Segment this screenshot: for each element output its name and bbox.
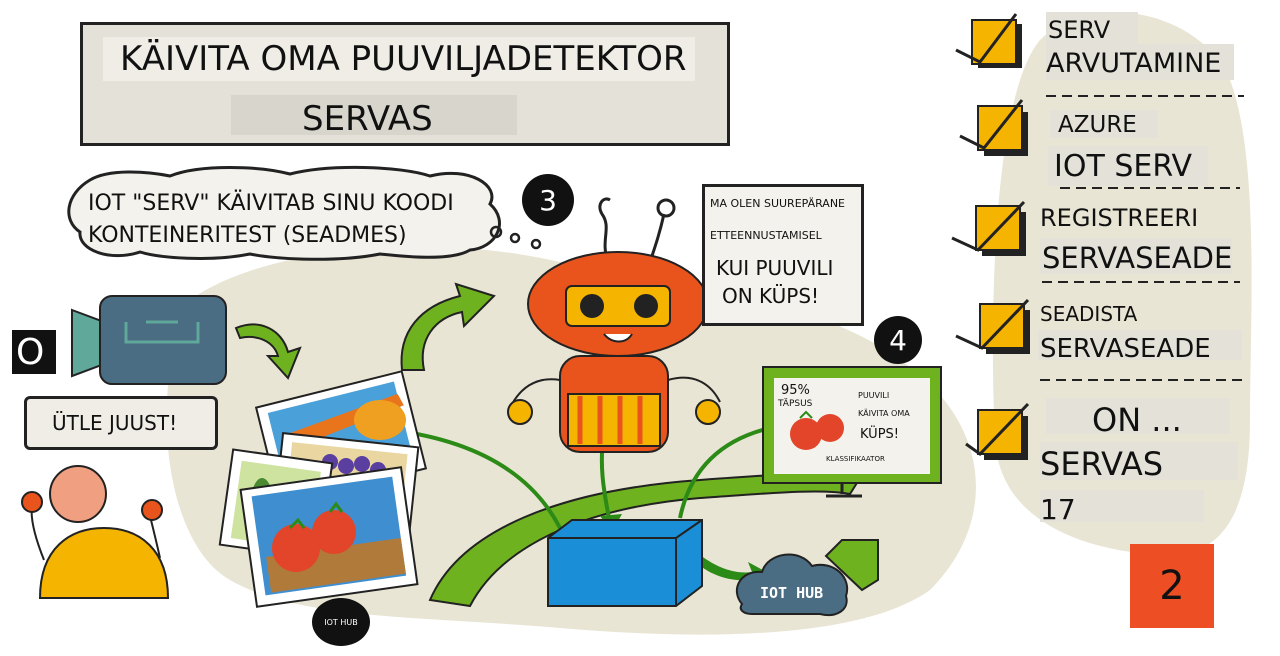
robot-speech-line-4: ON KÜPS! [722, 284, 820, 308]
iot-hub-small-label: IOT HUB [324, 617, 358, 627]
title-line-2: SERVAS [302, 99, 433, 139]
robot-speech-line-3: KUI PUUVILI [716, 256, 834, 280]
person-speech-text: ÜTLE JUUST! [52, 411, 178, 435]
step-3-badge: 3 [522, 174, 574, 226]
monitor-screen [762, 366, 942, 484]
monitor-line-2: KÄIVITA OMA [858, 409, 910, 418]
camera-arrow [234, 323, 302, 380]
checklist-3-line-1: REGISTREERI [1040, 204, 1199, 232]
checklist-2-line-1: AZURE [1058, 112, 1137, 138]
cloud-text-line-1: IOT "SERV" KÄIVITAB SINU KOODI [88, 191, 454, 216]
page-number-badge: 2 [1130, 544, 1214, 628]
checklist-bg-5c [1040, 490, 1204, 522]
camera-body [99, 295, 227, 385]
checklist-bg-1a [1046, 12, 1138, 44]
camera-badge [12, 330, 56, 374]
monitor-line-1: PUUVILI [858, 391, 890, 400]
checklist-3-line-2: SERVASEADE [1042, 241, 1233, 275]
iot-hub-cloud-label: IOT HUB [760, 584, 824, 602]
title-box [80, 22, 730, 146]
person-right-hand [141, 499, 163, 521]
robot-speech-line-1: MA OLEN SUUREPÄRANE [710, 197, 846, 210]
person-head [49, 465, 107, 523]
photos-to-box-line [391, 428, 562, 529]
person-left-hand [21, 491, 43, 513]
checklist-2-line-2: IOT SERV [1054, 149, 1193, 184]
checklist-bg-5b [1040, 442, 1238, 480]
checklist-bg-4b [1038, 330, 1242, 360]
iot-hub-small-badge: IOT HUB [312, 598, 370, 646]
step-4-label: 4 [889, 323, 907, 357]
checklist-bg-2b [1048, 146, 1208, 186]
monitor-accuracy: 95% [781, 383, 810, 398]
check-box-2 [959, 99, 1028, 156]
checklist-4-line-2: SERVASEADE [1040, 334, 1211, 364]
check-box-5 [965, 402, 1030, 460]
person-body [38, 526, 170, 599]
box-to-monitor-line [678, 426, 771, 519]
monitor-footer: KLASSIFIKAATOR [826, 455, 885, 463]
to-robot-arrow [400, 282, 496, 371]
checklist-bg-5a [1046, 398, 1230, 434]
check-box-3 [951, 200, 1026, 256]
monitor-stand [826, 484, 862, 498]
monitor-accuracy-label: TÄPSUS [778, 399, 813, 409]
check-box-1 [955, 13, 1022, 68]
step-3-label: 3 [539, 183, 557, 217]
checklist-5-line-1: ON ... [1092, 401, 1182, 439]
robot-right-arm [667, 376, 721, 403]
checklist-4-line-1: SEADISTA [1040, 302, 1138, 326]
camera-frame-icon [124, 320, 200, 344]
checklist-1-line-2: ARVUTAMINE [1046, 48, 1222, 79]
robot-speech-bubble [702, 184, 864, 326]
photo-tomatoes [239, 466, 419, 608]
title-line-1: KÄIVITA OMA PUUVILJADETEKTOR [120, 39, 687, 79]
cloud-text-line-2: KONTEINERITEST (SEADMES) [88, 223, 407, 248]
step-4-badge: 4 [874, 316, 922, 364]
person-speech-bubble [24, 396, 218, 450]
check-box-4 [955, 298, 1030, 354]
checklist-bg-3b [1040, 238, 1232, 274]
robot-speech-line-2: ETTEENNUSTAMISEL [710, 229, 822, 242]
checklist-bg-1b [1046, 44, 1234, 80]
checklist-bg-2a [1050, 110, 1158, 138]
robot-antenna-left [598, 197, 611, 263]
page-number-label: 2 [1159, 563, 1185, 609]
monitor-line-3: KÜPS! [860, 427, 899, 442]
checklist-1-line-1: SERV [1048, 16, 1111, 44]
camera-badge-label: O [16, 332, 45, 373]
checklist-5-line-2: SERVAS [1040, 445, 1164, 483]
checklist-5-line-3: 17 [1040, 493, 1076, 526]
